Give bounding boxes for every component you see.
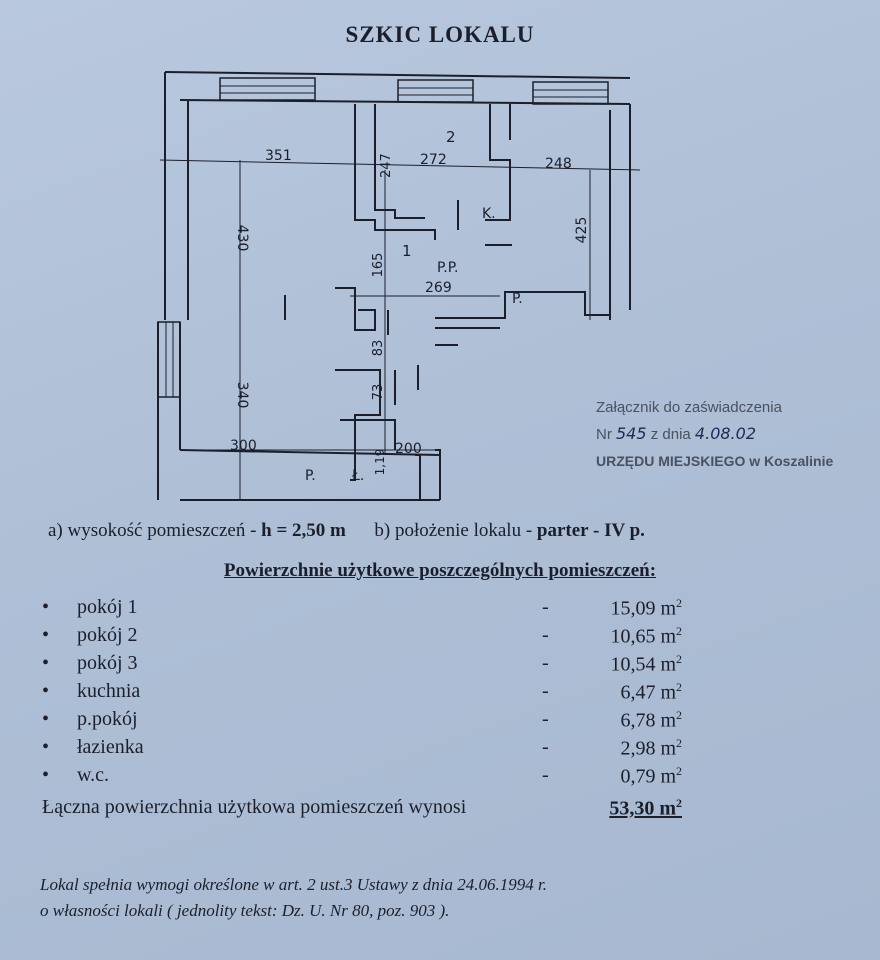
bullet: • <box>42 764 50 786</box>
footnote-line2: o własności lokali ( jednolity tekst: Dz… <box>40 901 450 920</box>
stamp-line1: Załącznik do zaświadczenia <box>596 399 782 416</box>
room-area: 15,09 m2 <box>610 596 682 620</box>
dim-label: 272 <box>420 152 447 168</box>
page-title: SZKIC LOKALU <box>345 22 535 47</box>
room-label: P. <box>512 291 523 307</box>
location-value: parter - IV p. <box>536 520 645 541</box>
bullet: • <box>42 736 50 758</box>
dim-label: 73 <box>371 384 386 401</box>
room-name: kuchnia <box>77 680 141 702</box>
room-area: 10,65 m2 <box>610 624 682 648</box>
room-list: • pokój 1 - 15,09 m2 • pokój 2 - 10,65 m… <box>42 596 722 792</box>
list-item: • pokój 1 - 15,09 m2 <box>42 596 722 624</box>
dash: - <box>542 708 549 730</box>
list-item: • pokój 2 - 10,65 m2 <box>42 624 722 652</box>
stamp-nr-value: 545 <box>616 424 647 443</box>
total-area: 53,30 m2 <box>609 796 682 820</box>
room-area: 6,47 m2 <box>620 680 682 704</box>
wall-hall-mid <box>435 291 610 319</box>
dash: - <box>542 652 549 674</box>
dim-label: 1,19 <box>373 449 387 476</box>
dash: - <box>542 764 549 786</box>
room-name: pokój 2 <box>77 624 138 646</box>
wall-room2-right <box>485 104 511 221</box>
info-line: a) wysokość pomieszczeń - h = 2,50 m b) … <box>48 520 645 542</box>
dim-label: 340 <box>234 382 250 409</box>
outer-wall-top <box>164 71 631 79</box>
attachment-stamp: Załącznik do zaświadczenia Nr 545 z dnia… <box>596 395 846 474</box>
dim-label: 165 <box>371 253 386 278</box>
wall-bottom-right <box>435 449 441 500</box>
stamp-line3: URZĘDU MIEJSKIEGO w Koszalinie <box>596 453 834 469</box>
wall-bath <box>335 369 381 481</box>
wall-hall-top <box>335 287 376 331</box>
dim-label: 200 <box>395 441 422 457</box>
stamp-date-prefix: z dnia <box>650 426 691 443</box>
dim-label: 247 <box>379 153 394 178</box>
section-title: Powierzchnie użytkowe poszczególnych pom… <box>223 560 657 581</box>
total-label: Łączna powierzchnia użytkowa pomieszczeń… <box>42 796 467 818</box>
room-label: P. <box>305 468 316 484</box>
bullet: • <box>42 624 50 646</box>
height-value: h = 2,50 m <box>261 520 346 541</box>
location-label: b) położenie lokalu - <box>374 520 533 541</box>
room-area: 0,79 m2 <box>620 764 682 788</box>
stamp-nr-prefix: Nr <box>596 426 612 443</box>
legal-footnote: Lokal spełnia wymogi określone w art. 2 … <box>40 872 547 924</box>
room-area: 10,54 m2 <box>610 652 682 676</box>
room-name: w.c. <box>77 764 110 786</box>
list-item: • kuchnia - 6,47 m2 <box>42 680 722 708</box>
list-item: • p.pokój - 6,78 m2 <box>42 708 722 736</box>
dim-label: 248 <box>545 156 572 172</box>
list-item: • łazienka - 2,98 m2 <box>42 736 722 764</box>
window-middle <box>397 79 474 103</box>
height-label: a) wysokość pomieszczeń - <box>48 520 257 541</box>
window-left <box>219 77 316 101</box>
dash: - <box>542 680 549 702</box>
wall-room1-right <box>354 104 436 240</box>
bullet: • <box>42 596 50 618</box>
dash: - <box>542 736 549 758</box>
room-name: p.pokój <box>77 708 138 730</box>
room-label: 2 <box>446 128 456 146</box>
bullet: • <box>42 680 50 702</box>
dim-label: 83 <box>371 340 386 357</box>
floor-plan: 351 247 272 248 430 425 165 269 83 73 34… <box>157 71 641 501</box>
dim-label: 351 <box>265 148 292 164</box>
room-label: P.P. <box>437 260 458 276</box>
stamp-line2: Nr 545 z dnia 4.08.02 <box>596 421 846 448</box>
wall-room2-left <box>374 104 425 219</box>
wall-bottom-right-inner <box>415 454 421 500</box>
window-side <box>157 321 181 398</box>
dim-label: 430 <box>234 225 250 252</box>
room-name: pokój 3 <box>77 652 138 674</box>
room-label: Ł. <box>351 468 364 484</box>
dim-label: 425 <box>574 217 590 244</box>
room-area: 2,98 m2 <box>620 736 682 760</box>
footnote-line1: Lokal spełnia wymogi określone w art. 2 … <box>40 875 548 894</box>
total-area-row: Łączna powierzchnia użytkowa pomieszczeń… <box>42 796 722 826</box>
dash: - <box>542 596 549 618</box>
list-item: • pokój 3 - 10,54 m2 <box>42 652 722 680</box>
list-item: • w.c. - 0,79 m2 <box>42 764 722 792</box>
bullet: • <box>42 708 50 730</box>
outer-wall-bottom <box>179 449 441 456</box>
room-label: 1 <box>402 242 412 260</box>
dash: - <box>542 624 549 646</box>
dim-label: 269 <box>425 280 452 296</box>
stamp-date-value: 4.08.02 <box>694 424 756 443</box>
wall-wc <box>340 419 396 450</box>
bullet: • <box>42 652 50 674</box>
room-area: 6,78 m2 <box>620 708 682 732</box>
room-name: łazienka <box>77 736 144 758</box>
room-label: K. <box>482 206 496 222</box>
window-right <box>532 81 609 105</box>
dim-label: 300 <box>230 438 257 454</box>
room-name: pokój 1 <box>77 596 138 618</box>
